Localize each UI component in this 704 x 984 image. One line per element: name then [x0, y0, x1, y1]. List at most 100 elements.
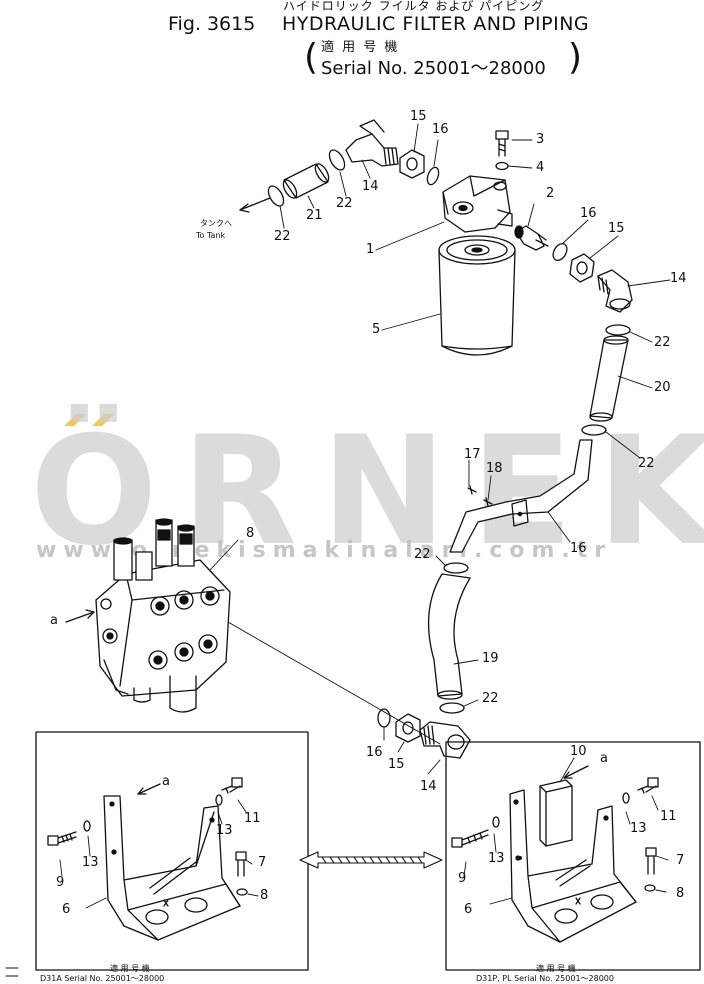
callout-18: 17	[464, 447, 481, 462]
hose-21	[589, 335, 629, 422]
callout-23-top-right: 22	[336, 196, 353, 211]
arrow-a-left	[137, 783, 161, 795]
watermark-brand: ÖRNEK	[30, 405, 704, 579]
callout-8-right: 8	[676, 886, 685, 901]
callout-23-c: 22	[414, 547, 431, 562]
inset-right-applicable-jp: 適 用 号 機	[536, 964, 576, 973]
spacer-10	[539, 779, 573, 847]
to-tank-arrow	[239, 197, 271, 211]
clamp-23-d	[439, 702, 465, 714]
nut-15-right	[569, 253, 595, 283]
bracket-left	[103, 795, 241, 941]
callout-7-right: 7	[676, 853, 685, 868]
washer-13-right-b	[622, 792, 630, 804]
callout-a-left: a	[162, 774, 170, 789]
inset-frame-left	[35, 731, 309, 971]
page-title: HYDRAULIC FILTER AND PIPING	[282, 13, 590, 35]
washer-8-left	[236, 888, 248, 896]
callout-13-right-b: 13	[630, 821, 647, 836]
callout-1: 1	[366, 242, 375, 257]
watermark-accent	[64, 414, 114, 426]
clamp-23-top-left	[267, 185, 285, 207]
applicable-models-jp: 適 用 号 機	[321, 40, 400, 55]
callout-13-left-b: 13	[216, 823, 233, 838]
bracket-right	[509, 789, 637, 943]
callout-13-right-a: 13	[488, 851, 505, 866]
washer-8-right	[644, 884, 656, 892]
callout-16-right: 16	[580, 206, 597, 221]
clamp-23-b	[581, 424, 607, 436]
bolt-12-right	[637, 777, 659, 794]
callout-7-left: 7	[258, 855, 267, 870]
callout-5: 5	[372, 322, 381, 337]
callout-9: 8	[246, 526, 255, 541]
paren-open: (	[304, 37, 319, 78]
arrow-a-valve	[65, 611, 95, 623]
bolt-18	[467, 485, 477, 495]
callout-a-right: a	[600, 751, 608, 766]
washer-4	[495, 161, 509, 171]
clamp-23-c	[443, 562, 469, 574]
hose-20	[427, 573, 471, 700]
callout-a-valve: a	[50, 613, 58, 628]
callout-14-top: 14	[362, 179, 379, 194]
bolt-11-right	[451, 829, 489, 848]
o-ring-16-right	[552, 242, 568, 262]
pipe-17	[449, 439, 593, 553]
washer-13-left-b	[215, 794, 223, 806]
callout-23-d: 22	[482, 691, 499, 706]
bolt-11-left	[47, 831, 77, 846]
inset-left-applicable-jp: 適 用 号 機	[110, 964, 150, 973]
inset-frame-right	[445, 741, 701, 971]
callout-23-top-left: 22	[274, 229, 291, 244]
clamp-23-a	[605, 324, 631, 336]
hose-22	[282, 163, 330, 199]
double-arrow	[299, 851, 443, 869]
callout-14-right: 14	[670, 271, 687, 286]
serial-range: Serial No. 25001～28000	[321, 58, 546, 79]
clip-19	[483, 497, 493, 507]
inset-left-serial: D31A Serial No. 25001～28000	[40, 974, 165, 983]
bolt-7-left	[235, 851, 247, 877]
callout-8-left: 8	[260, 888, 269, 903]
bolt-3	[495, 130, 509, 157]
callout-14-bottom: 14	[420, 779, 437, 794]
o-ring-16-bottom	[377, 708, 391, 728]
bolt-7-right	[645, 847, 657, 875]
callout-12-right: 11	[660, 809, 677, 824]
callout-13-left-a: 13	[82, 855, 99, 870]
callout-22: 21	[306, 208, 323, 223]
clamp-23-top-right	[328, 149, 346, 171]
callout-10: 10	[570, 744, 587, 759]
callout-11-left: 9	[56, 875, 65, 890]
callout-4: 4	[536, 160, 545, 175]
inset-right-serial: D31P, PL Serial No. 25001～28000	[476, 974, 614, 983]
o-ring-16-top	[426, 166, 440, 186]
arrow-a-right	[563, 765, 589, 779]
paren-close: )	[568, 37, 583, 78]
nut-15-bottom	[395, 713, 421, 743]
callout-15-top: 15	[410, 109, 427, 124]
callout-16-top: 16	[432, 122, 449, 137]
callout-20: 19	[482, 651, 499, 666]
to-tank-en: To Tank	[196, 231, 226, 240]
callout-16-bottom: 16	[366, 745, 383, 760]
elbow-14-bottom	[419, 721, 471, 759]
callout-12-left: 11	[244, 811, 261, 826]
figure-number: Fig. 3615	[168, 13, 256, 35]
callout-11-right: 9	[458, 871, 467, 886]
title-japanese: ハイドロリック フイルタ および パイピング	[283, 0, 545, 13]
control-valve	[95, 518, 231, 713]
callout-6-left: 6	[62, 902, 71, 917]
callout-23-a: 22	[654, 335, 671, 350]
callout-23-b: 22	[638, 456, 655, 471]
to-tank-jp: タンクへ	[200, 219, 232, 228]
elbow-14-top	[345, 119, 399, 167]
callout-6-right: 6	[464, 902, 473, 917]
leader-lines	[209, 123, 671, 775]
filter-head	[442, 175, 513, 233]
filter-cartridge	[438, 235, 516, 356]
bolt-12-left	[221, 777, 243, 794]
